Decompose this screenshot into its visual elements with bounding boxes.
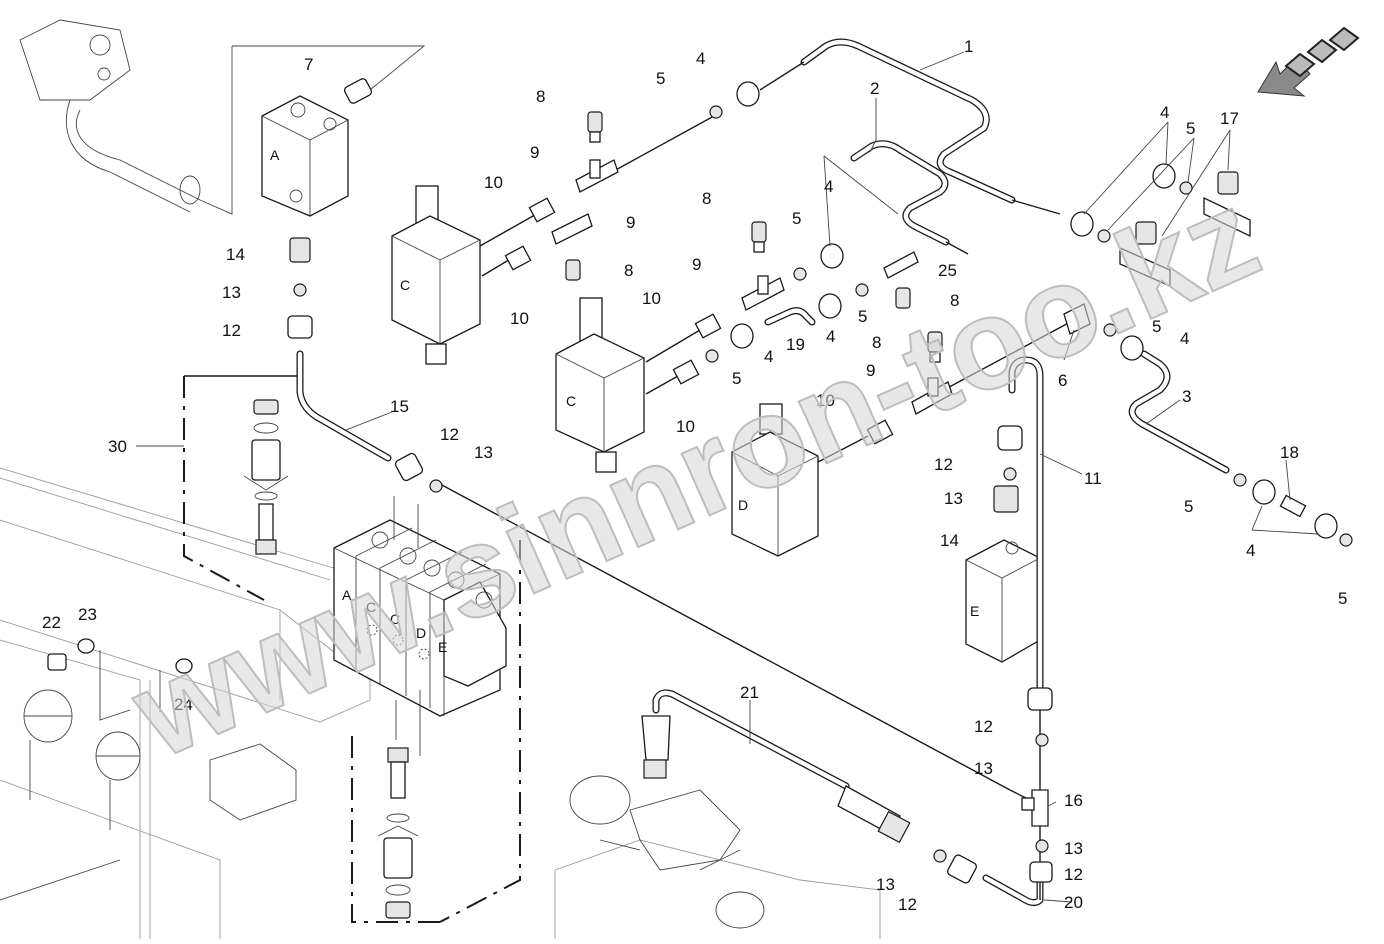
callout-13: 13	[222, 283, 241, 302]
valve-block-assembly: A C C D E	[333, 496, 507, 717]
callout-8: 8	[624, 261, 633, 280]
callout-labels: 1 2 3 4 4 4 4 4 4 4 5 5 5 5 5 5 5 5 6 7 …	[42, 37, 1347, 914]
svg-text:A: A	[342, 587, 352, 603]
fittings	[47, 78, 1353, 884]
callout-12: 12	[1064, 865, 1083, 884]
callout-30: 30	[108, 437, 127, 456]
valve-block-e: E	[965, 539, 1041, 663]
callout-12: 12	[934, 455, 953, 474]
callout-4: 4	[696, 49, 705, 68]
callout-9: 9	[626, 213, 635, 232]
valve-block-c-2: C	[555, 297, 645, 473]
callout-8: 8	[950, 291, 959, 310]
callout-1: 1	[964, 37, 973, 56]
callout-8: 8	[872, 333, 881, 352]
callout-23: 23	[78, 605, 97, 624]
callout-12: 12	[898, 895, 917, 914]
callout-13: 13	[944, 489, 963, 508]
callout-4: 4	[1246, 541, 1255, 560]
svg-text:C: C	[400, 277, 410, 293]
svg-text:C: C	[566, 393, 576, 409]
callout-5: 5	[1184, 497, 1193, 516]
svg-text:E: E	[438, 639, 447, 655]
callout-13: 13	[1064, 839, 1083, 858]
callout-8: 8	[702, 189, 711, 208]
svg-text:C: C	[390, 611, 400, 627]
callout-5: 5	[858, 307, 867, 326]
callout-6: 6	[1058, 371, 1067, 390]
callout-2: 2	[870, 79, 879, 98]
solenoid-kit-upper	[183, 375, 300, 601]
callout-5: 5	[1152, 317, 1161, 336]
callout-4: 4	[1180, 329, 1189, 348]
svg-text:C: C	[366, 599, 376, 615]
callout-10: 10	[642, 289, 661, 308]
valve-block-c-1: C	[391, 185, 481, 365]
callout-20: 20	[1064, 893, 1083, 912]
callout-18: 18	[1280, 443, 1299, 462]
callout-9: 9	[692, 255, 701, 274]
svg-text:E: E	[970, 603, 979, 619]
callout-11: 11	[1084, 469, 1102, 488]
svg-text:A: A	[270, 147, 280, 163]
callout-14: 14	[940, 531, 959, 550]
callout-12: 12	[974, 717, 993, 736]
callout-5: 5	[792, 209, 801, 228]
callout-21: 21	[740, 683, 759, 702]
callout-8: 8	[536, 87, 545, 106]
callout-15: 15	[390, 397, 409, 416]
callout-10: 10	[510, 309, 529, 328]
callout-9: 9	[530, 143, 539, 162]
callout-13: 13	[974, 759, 993, 778]
valve-block-d: D	[731, 403, 819, 557]
callout-25: 25	[938, 261, 957, 280]
callout-16: 16	[1064, 791, 1083, 810]
callout-17: 17	[1220, 109, 1239, 128]
callout-7: 7	[304, 55, 313, 74]
direction-arrow-icon	[1257, 26, 1360, 97]
callout-10: 10	[816, 391, 835, 410]
callout-4: 4	[764, 347, 773, 366]
callout-5: 5	[1338, 589, 1347, 608]
valve-block-a: A	[261, 95, 349, 217]
callout-4: 4	[1160, 103, 1169, 122]
callout-12: 12	[440, 425, 459, 444]
svg-text:D: D	[738, 497, 748, 513]
callout-12: 12	[222, 321, 241, 340]
callout-13: 13	[876, 875, 895, 894]
callout-9: 9	[866, 361, 875, 380]
callout-13: 13	[474, 443, 493, 462]
leader-lines	[136, 45, 1319, 903]
callout-4: 4	[824, 177, 833, 196]
callout-5: 5	[1186, 119, 1195, 138]
machine-frame	[0, 19, 881, 939]
callout-10: 10	[676, 417, 695, 436]
svg-text:D: D	[416, 625, 426, 641]
callout-5: 5	[656, 69, 665, 88]
callout-5: 5	[732, 369, 741, 388]
solenoid-kit-lower	[351, 540, 521, 923]
callout-10: 10	[484, 173, 503, 192]
callout-3: 3	[1182, 387, 1191, 406]
callout-22: 22	[42, 613, 61, 632]
callout-19: 19	[786, 335, 805, 354]
callout-4: 4	[826, 327, 835, 346]
callout-14: 14	[226, 245, 245, 264]
callout-24: 24	[174, 695, 193, 714]
